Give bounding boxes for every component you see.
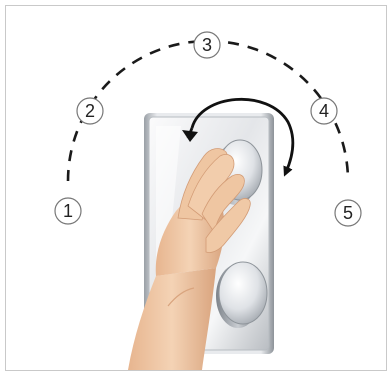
dial-position-5: 5 xyxy=(335,200,361,226)
dial-position-1: 1 xyxy=(55,198,81,224)
shower-valve-illustration: 1 2 3 4 5 xyxy=(6,6,386,370)
dial-position-4: 4 xyxy=(311,98,337,124)
dial-position-2: 2 xyxy=(77,98,103,124)
illustration-frame: 1 2 3 4 5 xyxy=(5,5,387,371)
dial-position-3-label: 3 xyxy=(202,35,212,55)
dial-position-5-label: 5 xyxy=(343,203,353,223)
dial-position-1-label: 1 xyxy=(63,201,73,221)
dial-position-3: 3 xyxy=(194,32,220,58)
dial-position-2-label: 2 xyxy=(85,101,95,121)
dial-position-4-label: 4 xyxy=(319,101,329,121)
